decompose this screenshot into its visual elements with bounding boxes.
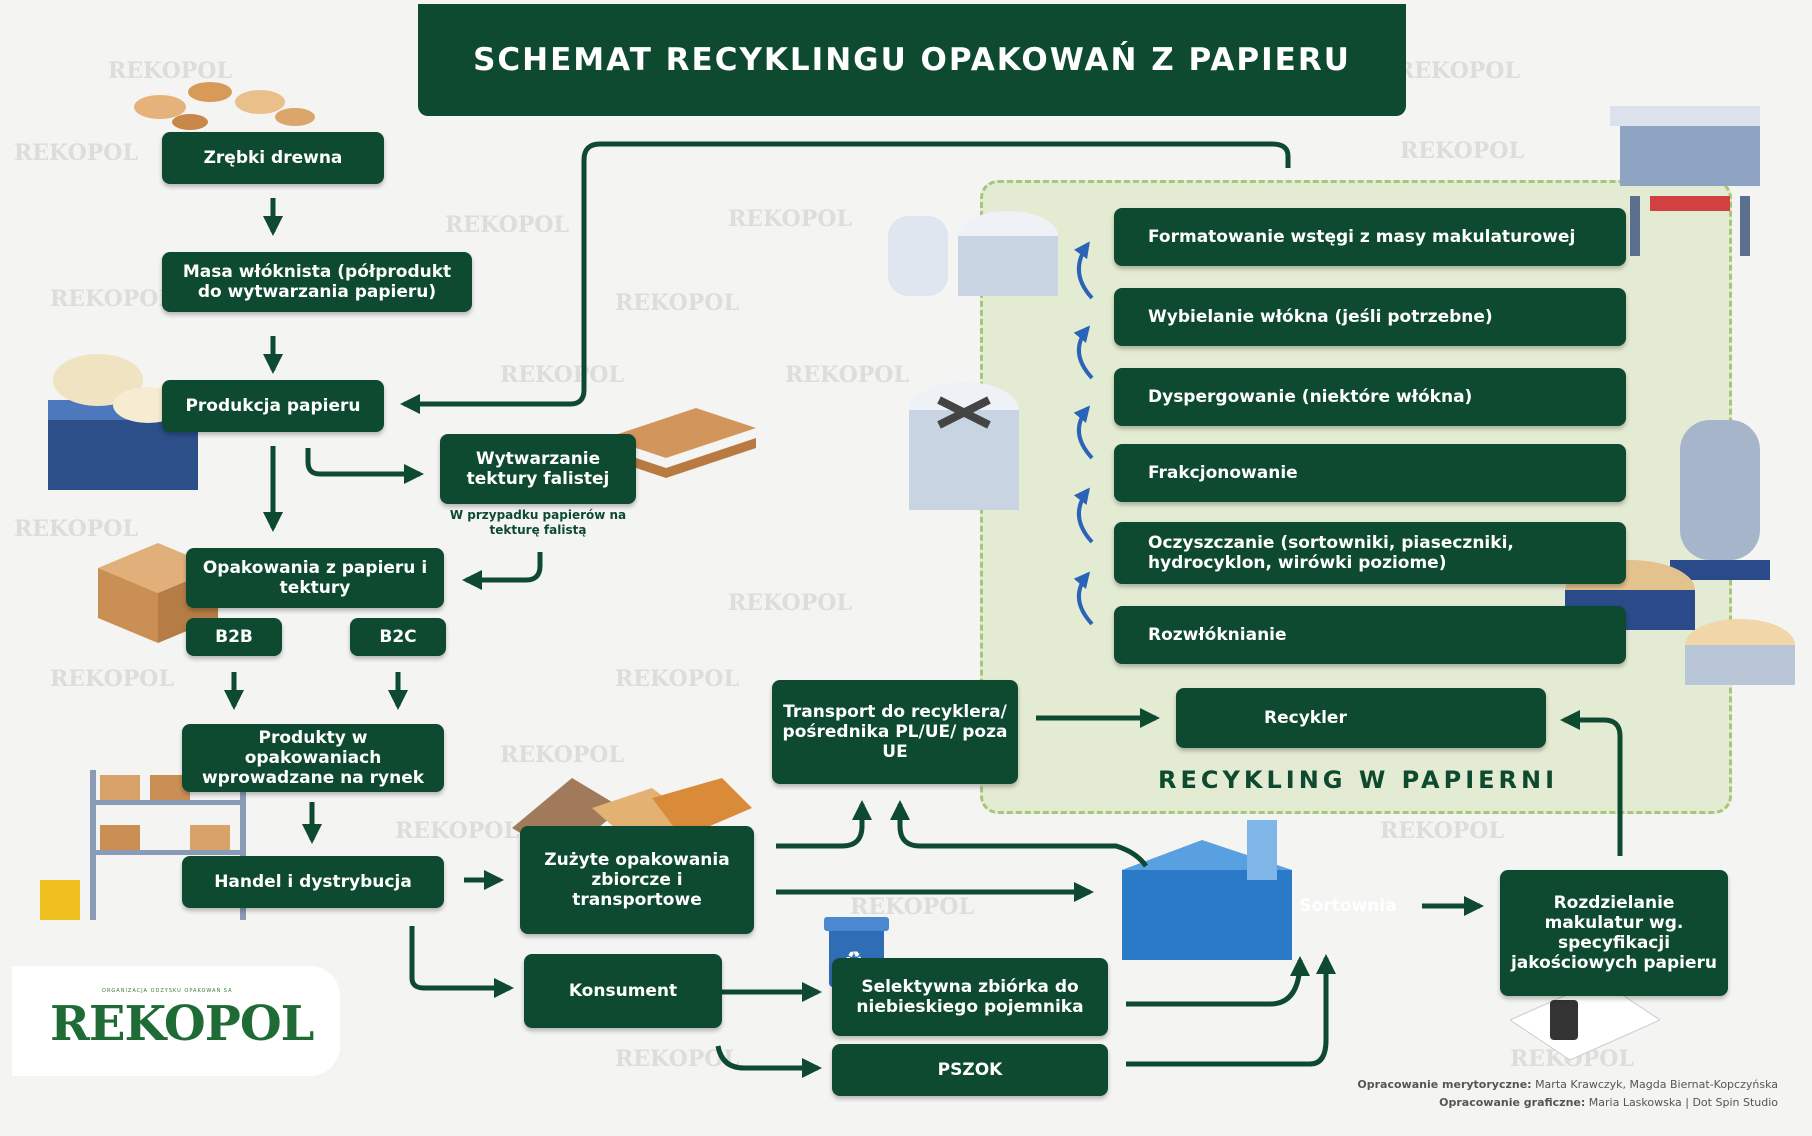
node-wood-chips: Zrębki drewna — [162, 132, 384, 184]
node-recycler-label: Recykler — [1264, 708, 1347, 728]
watermark: REKOPOL — [500, 362, 624, 388]
document-stamp-icon — [1510, 979, 1660, 1061]
wood-chips-icon — [134, 82, 315, 130]
watermark: REKOPOL — [615, 290, 739, 316]
credits-line-2: Opracowanie graficzne: Maria Laskowska |… — [1357, 1094, 1778, 1112]
watermark: REKOPOL — [850, 894, 974, 920]
watermark: REKOPOL — [728, 206, 852, 232]
node-recycler: Recykler — [1176, 688, 1546, 748]
credits-line-1: Opracowanie merytoryczne: Marta Krawczyk… — [1357, 1076, 1778, 1094]
watermark: REKOPOL — [395, 818, 519, 844]
watermark: REKOPOL — [500, 742, 624, 768]
credits-label-1: Opracowanie merytoryczne: — [1357, 1078, 1532, 1091]
tanks-icon — [888, 211, 1058, 296]
mill-step-fractionation: Frakcjonowanie — [1114, 444, 1626, 502]
node-separation: Rozdzielanie makulatur wg. specyfikacji … — [1500, 870, 1728, 996]
watermark: REKOPOL — [14, 140, 138, 166]
corrugated-note: W przypadku papierów na tekturę falistą — [449, 508, 627, 537]
watermark: REKOPOL — [1400, 138, 1524, 164]
paper-forming-machine-icon — [1610, 106, 1760, 256]
credits-value-2: Maria Laskowska | Dot Spin Studio — [1588, 1096, 1778, 1109]
watermark: REKOPOL — [728, 590, 852, 616]
node-corrugated-production: Wytwarzanie tektury falistej — [440, 434, 636, 504]
node-paper-production: Produkcja papieru — [162, 380, 384, 432]
node-used-packaging: Zużyte opakowania zbiorcze i transportow… — [520, 826, 754, 934]
logo-panel — [12, 966, 340, 1076]
node-b2c: B2C — [350, 618, 446, 656]
node-sorting-label: Sortownia — [1299, 896, 1397, 916]
node-packaging: Opakowania z papieru i tektury — [186, 548, 444, 608]
logo-tagline: ORGANIZACJA ODZYSKU OPAKOWAŃ SA — [102, 988, 233, 994]
watermark: REKOPOL — [615, 666, 739, 692]
paper-mill-label: RECYKLING W PAPIERNI — [1158, 766, 1559, 794]
node-consumer: Konsument — [524, 954, 722, 1028]
node-products-on-market: Produkty w opakowaniach wprowadzane na r… — [182, 724, 444, 792]
watermark: REKOPOL — [50, 286, 174, 312]
mill-step-dispersing: Dyspergowanie (niektóre włókna) — [1114, 368, 1626, 426]
mill-step-cleaning: Oczyszczanie (sortowniki, piaseczniki, h… — [1114, 522, 1626, 584]
mill-step-forming: Formatowanie wstęgi z masy makulaturowej — [1114, 208, 1626, 266]
credits: Opracowanie merytoryczne: Marta Krawczyk… — [1357, 1076, 1778, 1112]
mill-step-bleaching: Wybielanie włókna (jeśli potrzebne) — [1114, 288, 1626, 346]
node-b2b: B2B — [186, 618, 282, 656]
sorting-facility-icon — [1122, 820, 1292, 960]
watermark: REKOPOL — [108, 58, 232, 84]
credits-value-1: Marta Krawczyk, Magda Biernat-Kopczyńska — [1535, 1078, 1778, 1091]
corrugated-board-icon — [606, 408, 756, 478]
watermark: REKOPOL — [1380, 818, 1504, 844]
rekopol-logo: REKOPOL — [50, 996, 314, 1052]
node-selective-collection: Selektywna zbiórka do niebieskiego pojem… — [832, 958, 1108, 1036]
node-transport: Transport do recyklera/ pośrednika PL/UE… — [772, 680, 1018, 784]
watermark: REKOPOL — [50, 666, 174, 692]
watermark: REKOPOL — [1396, 58, 1520, 84]
credits-label-2: Opracowanie graficzne: — [1439, 1096, 1586, 1109]
node-trade-distribution: Handel i dystrybucja — [182, 856, 444, 908]
node-sorting: Sortownia — [1290, 878, 1406, 934]
watermark: REKOPOL — [445, 212, 569, 238]
mill-step-pulping: Rozwłóknianie — [1114, 606, 1626, 664]
watermark: REKOPOL — [785, 362, 909, 388]
diagram-title: SCHEMAT RECYKLINGU OPAKOWAŃ Z PAPIERU — [418, 4, 1406, 116]
pulper-tank-icon — [909, 382, 1019, 510]
watermark: REKOPOL — [14, 516, 138, 542]
node-pszok: PSZOK — [832, 1044, 1108, 1096]
node-pulp: Masa włóknista (półprodukt do wytwarzani… — [162, 252, 472, 312]
